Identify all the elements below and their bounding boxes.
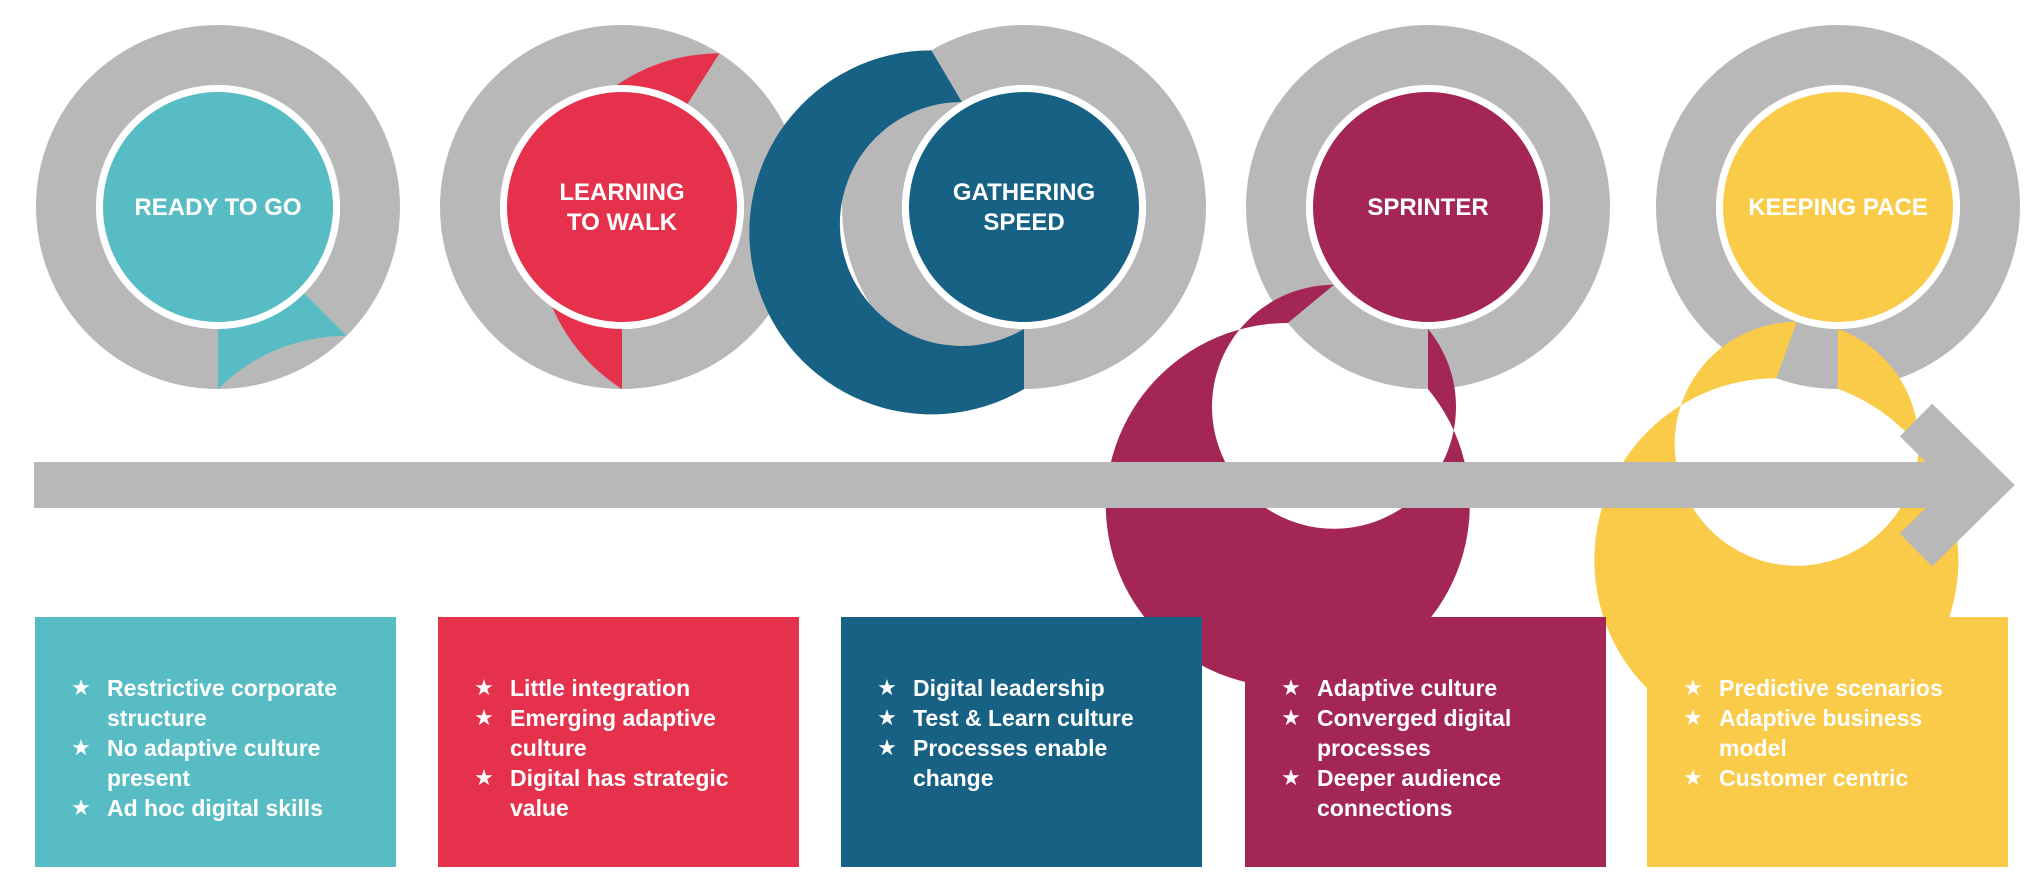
star-icon: ★	[1281, 765, 1301, 790]
bullet-item: ★ Test & Learn culture	[875, 703, 1174, 733]
stage-title-line: READY TO GO	[134, 194, 301, 221]
star-icon: ★	[877, 735, 897, 760]
bullet-item: ★ Emerging adaptive culture	[472, 703, 771, 763]
stage-ring-learning-to-walk: LEARNING TO WALK	[440, 25, 804, 390]
bullet-text: Adaptive culture	[1317, 675, 1498, 701]
star-icon: ★	[474, 705, 494, 730]
stage-ring-ready-to-go: READY TO GO	[36, 25, 400, 389]
stage-ring-sprinter: SPRINTER	[1105, 25, 1610, 688]
ring-progress-arc	[749, 50, 1024, 415]
bullet-item: ★ Restrictive corporate structure	[69, 673, 368, 733]
star-icon: ★	[474, 765, 494, 790]
stage-ring-gathering-speed: GATHERING SPEED	[749, 25, 1206, 415]
bullet-text: Test & Learn culture	[913, 705, 1134, 731]
stage-rings: READY TO GO LEARNING TO WALK GATHERING SPEED…	[36, 25, 2020, 743]
star-icon: ★	[1683, 675, 1703, 700]
stage-card-learning-to-walk: ★ Little integration ★ Emerging adaptive cu…	[438, 617, 799, 867]
bullet-item: ★ Digital has strategic value	[472, 763, 771, 823]
bullet-text: Processes enable change	[913, 735, 1108, 791]
stage-disc	[909, 92, 1139, 322]
star-icon: ★	[71, 735, 91, 760]
bullet-item: ★ Little integration	[472, 673, 771, 703]
star-icon: ★	[474, 675, 494, 700]
star-icon: ★	[71, 675, 91, 700]
bullet-text: Restrictive corporate structure	[107, 675, 338, 731]
stage-disc	[103, 92, 333, 322]
star-icon: ★	[71, 795, 91, 820]
stage-title-line: KEEPING PACE	[1748, 194, 1928, 221]
bullet-item: ★ Digital leadership	[875, 673, 1174, 703]
star-icon: ★	[1683, 765, 1703, 790]
bullet-text: Converged digital processes	[1317, 705, 1512, 761]
bullet-text: Deeper audience connections	[1317, 765, 1502, 821]
bullet-item: ★ Processes enable change	[875, 733, 1174, 793]
star-icon: ★	[877, 675, 897, 700]
star-icon: ★	[877, 705, 897, 730]
star-icon: ★	[1683, 705, 1703, 730]
bullet-list: ★ Adaptive culture ★ Converged digital proc…	[1279, 673, 1578, 823]
bullet-item: ★ Adaptive business model	[1681, 703, 1980, 763]
bullet-item: ★ Converged digital processes	[1279, 703, 1578, 763]
stage-title-line: TO WALK	[567, 209, 678, 236]
stage-title-line: SPEED	[983, 209, 1064, 236]
bullet-item: ★ Predictive scenarios	[1681, 673, 1980, 703]
bullet-text: Digital has strategic value	[510, 765, 729, 821]
stage-disc	[1313, 92, 1543, 322]
bullet-text: Predictive scenarios	[1719, 675, 1943, 701]
bullet-text: No adaptive culture present	[107, 735, 321, 791]
bullet-item: ★ Adaptive culture	[1279, 673, 1578, 703]
star-icon: ★	[1281, 675, 1301, 700]
bullet-text: Customer centric	[1719, 765, 1909, 791]
bullet-list: ★ Digital leadership ★ Test & Learn culture…	[875, 673, 1174, 793]
stage-card-keeping-pace: ★ Predictive scenarios ★ Adaptive business …	[1647, 617, 2008, 867]
stage-title-line: GATHERING	[953, 179, 1095, 206]
bullet-text: Adaptive business model	[1719, 705, 1923, 761]
bullet-text: Little integration	[510, 675, 691, 701]
stage-card-sprinter: ★ Adaptive culture ★ Converged digital proc…	[1245, 617, 1606, 867]
bullet-list: ★ Restrictive corporate structure ★ No adap…	[69, 673, 368, 823]
stage-title-line: LEARNING	[559, 179, 684, 206]
ring-progress-arc	[1105, 284, 1470, 688]
arrow-head	[1899, 403, 2015, 567]
bullet-text: Ad hoc digital skills	[107, 795, 323, 821]
bullet-text: Emerging adaptive culture	[510, 705, 716, 761]
bullet-item: ★ Deeper audience connections	[1279, 763, 1578, 823]
stage-card-ready-to-go: ★ Restrictive corporate structure ★ No adap…	[35, 617, 396, 867]
bullet-list: ★ Little integration ★ Emerging adaptive cu…	[472, 673, 771, 823]
star-icon: ★	[1281, 705, 1301, 730]
bullet-text: Digital leadership	[913, 675, 1105, 701]
bullet-item: ★ Customer centric	[1681, 763, 1980, 793]
bullet-item: ★ No adaptive culture present	[69, 733, 368, 793]
stage-title-line: SPRINTER	[1367, 194, 1488, 221]
bullet-item: ★ Ad hoc digital skills	[69, 793, 368, 823]
stage-disc	[1723, 92, 1953, 322]
stage-disc	[507, 92, 737, 322]
bullet-list: ★ Predictive scenarios ★ Adaptive business …	[1681, 673, 1980, 793]
stage-card-gathering-speed: ★ Digital leadership ★ Test & Learn culture…	[841, 617, 1202, 867]
